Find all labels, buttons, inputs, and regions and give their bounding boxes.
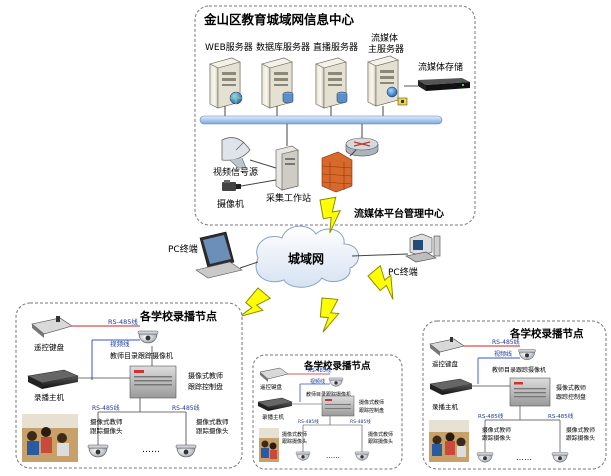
laptop-link	[239, 261, 259, 269]
live-server-label: 直播服务器	[313, 41, 358, 53]
school-node-1: 各学校录播节点 遥控键盘 RS-485线 视频线 教师目录跟踪摄像机 录播主机	[15, 302, 243, 469]
workstation-label: 采集工作站	[266, 192, 311, 204]
rs485-left-label: RS-485线	[478, 412, 504, 420]
camera-link	[240, 179, 277, 187]
db-server-icon	[261, 57, 294, 109]
pc-terminal-left: PC终端	[168, 231, 243, 279]
school-node-2: 各学校录播节点 遥控键盘 RS-485线 视频线 教师目录跟踪摄像机 录播主机 …	[252, 354, 403, 470]
remote-keyboard-icon	[429, 337, 465, 356]
server-drops	[224, 106, 384, 116]
controller-label-2: 跟踪控制盘	[556, 393, 586, 401]
pc-right-label: PC终端	[388, 266, 418, 278]
cam-right-label-2: 跟踪摄像头	[566, 434, 595, 442]
camera-label: 摄像机	[217, 198, 244, 210]
rs485-right-label: RS-485线	[548, 412, 574, 420]
controller-label-1: 摄像式教师	[556, 384, 586, 392]
classroom-photo	[429, 420, 469, 462]
web-server-label: WEB服务器	[205, 41, 253, 53]
metro-network-cloud: 城域网	[255, 225, 359, 288]
controller-label-1: 摄像式教师	[359, 399, 384, 406]
rs485-top-label: RS-485线	[308, 367, 331, 374]
rs485-top-label: RS-485线	[492, 338, 520, 346]
cam-right-label-2: 跟踪摄像头	[368, 438, 393, 445]
platform-label: 流媒体平台管理中心	[354, 207, 444, 220]
controller-label-2: 跟踪控制盘	[188, 382, 223, 391]
cam-left-label-2: 跟踪摄像头	[482, 434, 511, 442]
info-center: 金山区教育城域网信息中心 WEB服务器 数据库服务器 直播服务器 流媒体 主服务…	[194, 5, 476, 226]
cam-right-label-2: 跟踪摄像头	[196, 426, 229, 435]
web-server-icon	[209, 57, 243, 109]
controller-label-2: 跟踪控制盘	[359, 407, 384, 414]
host-label: 录播主机	[262, 413, 285, 421]
workstation-icon	[275, 145, 299, 191]
cam-right-label-1: 摄像式教师	[566, 426, 595, 434]
cam-left-label-1: 摄像式教师	[282, 431, 307, 438]
host-label: 录播主机	[432, 402, 459, 411]
school-node-1-title: 各学校录播节点	[139, 309, 217, 323]
signal-source-label: 视频信号源	[213, 166, 258, 178]
video-line-label: 视频线	[494, 350, 512, 358]
school-node-3-title: 各学校录播节点	[509, 327, 584, 340]
host-label: 录播主机	[34, 392, 64, 402]
rs485-right-label: RS-485线	[350, 418, 371, 425]
stream-server-icon	[367, 55, 408, 107]
cameras-ellipsis: ……	[142, 445, 160, 455]
camcorder-icon	[222, 180, 241, 191]
teacher-camera-label: 教师目录跟踪摄像机	[110, 351, 173, 360]
remote-keyboard-label: 遥控键盘	[260, 383, 283, 391]
router-icon	[345, 137, 379, 157]
pc-left-label: PC终端	[168, 243, 198, 255]
rs485-left-label: RS-485线	[298, 418, 319, 425]
db-server-label: 数据库服务器	[256, 41, 310, 53]
rs485-left-label: RS-485线	[92, 404, 120, 412]
cam-left-label-1: 摄像式教师	[482, 426, 511, 434]
info-center-frame	[194, 5, 476, 226]
video-line-label: 视频线	[310, 378, 325, 385]
cloud-label: 城域网	[288, 251, 324, 266]
cam-right-label-1: 摄像式教师	[368, 431, 393, 438]
cam-left-label-1: 摄像式教师	[90, 417, 123, 426]
storage-label: 流媒体存储	[418, 61, 463, 73]
school-node-3: 各学校录播节点 遥控键盘 RS-485线 视频线 教师目录跟踪摄像机 录播主机	[422, 320, 607, 470]
cameras-ellipsis: ……	[326, 452, 340, 460]
dish-link	[249, 159, 277, 169]
cam-left-label-2: 跟踪摄像头	[282, 438, 307, 445]
live-server-icon	[315, 57, 348, 109]
rs485-right-label: RS-485线	[172, 404, 200, 412]
info-center-title: 金山区教育城域网信息中心	[203, 12, 355, 27]
desktop-link	[351, 253, 409, 257]
stream-server-label-line2: 主服务器	[368, 43, 404, 55]
stream-server-label-line1: 流媒体	[371, 32, 398, 44]
classroom-photo	[22, 414, 78, 462]
cam-left-label-2: 跟踪摄像头	[90, 426, 123, 435]
satellite-dish-icon	[221, 137, 251, 169]
controller-panel-icon	[509, 377, 551, 407]
controller-label-1: 摄像式教师	[188, 371, 223, 380]
recording-host-icon	[27, 369, 80, 389]
recording-host-icon	[257, 397, 293, 411]
rs485-top-label: RS-485线	[108, 317, 138, 326]
remote-keyboard-label: 遥控键盘	[432, 359, 459, 368]
teacher-camera-label: 教师目录跟踪摄像机	[492, 366, 546, 374]
controller-panel-icon	[129, 365, 177, 399]
bolt-middle	[318, 297, 341, 334]
cameras-ellipsis: ……	[516, 453, 532, 462]
firewall-icon	[321, 151, 353, 193]
recording-host-icon	[429, 378, 473, 395]
video-line-label: 视频线	[110, 339, 130, 348]
teacher-camera-label: 教师目录跟踪摄像机	[306, 391, 351, 398]
pc-terminal-right: PC终端	[388, 233, 441, 278]
classroom-photo	[259, 428, 279, 462]
storage-device-icon	[418, 78, 470, 91]
network-bus	[199, 115, 443, 125]
firewall-router-link	[349, 149, 357, 157]
remote-keyboard-icon	[259, 367, 289, 382]
cam-right-label-1: 摄像式教师	[196, 417, 229, 426]
controller-panel-icon	[321, 395, 355, 417]
school-node-2-title: 各学校录播节点	[303, 360, 371, 372]
remote-keyboard-label: 遥控键盘	[34, 342, 64, 352]
